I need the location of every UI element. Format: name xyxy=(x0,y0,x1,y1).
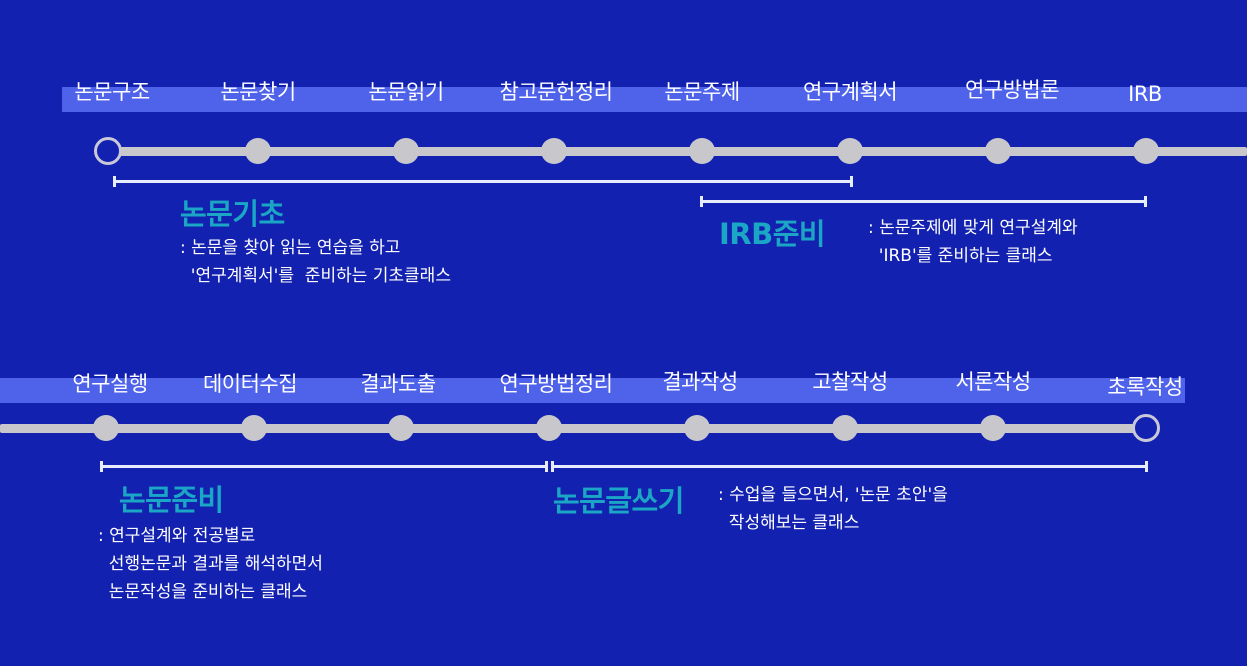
row2-node-icon xyxy=(388,415,414,441)
step-discussion-writing: 고찰작성 xyxy=(812,370,888,394)
phase-desc-line: 작성해보는 클래스 xyxy=(718,513,860,533)
row2-track-line xyxy=(0,424,1146,433)
phase-desc-line: 논문작성을 준비하는 클래스 xyxy=(98,582,308,602)
phase-title-irb: IRB준비 xyxy=(719,217,826,251)
row2-node-icon xyxy=(684,415,710,441)
phase-bracket-writing xyxy=(551,461,1148,472)
phase-bracket-basics xyxy=(113,176,853,187)
row2-node-icon xyxy=(93,415,119,441)
phase-desc-line: : 논문을 찾아 읽는 연습을 하고 xyxy=(180,238,401,258)
row2-node-icon xyxy=(832,415,858,441)
phase-desc-preparation: : 연구설계와 전공별로 선행논문과 결과를 해석하면서 논문작성을 준비하는 … xyxy=(98,522,323,606)
row1-start-node-icon xyxy=(94,137,122,165)
step-references: 참고문헌정리 xyxy=(499,80,613,104)
phase-bracket-irb xyxy=(700,196,1147,207)
row1-track-line xyxy=(108,147,1247,156)
phase-title-preparation: 논문준비 xyxy=(119,483,224,517)
step-data-collection: 데이터수집 xyxy=(202,372,298,396)
phase-desc-basics: : 논문을 찾아 읽는 연습을 하고 '연구계획서'를 준비하는 기초클래스 xyxy=(180,234,451,290)
phase-desc-line: '연구계획서'를 준비하는 기초클래스 xyxy=(180,266,451,286)
step-paper-reading: 논문읽기 xyxy=(368,80,444,104)
step-abstract-writing: 초록작성 xyxy=(1107,375,1183,399)
row2-highlight-band xyxy=(0,378,1185,403)
step-research-plan: 연구계획서 xyxy=(802,80,898,104)
phase-desc-line: 선행논문과 결과를 해석하면서 xyxy=(98,554,323,574)
phase-bracket-preparation xyxy=(100,461,548,472)
step-introduction-writing: 서론작성 xyxy=(955,370,1031,394)
phase-desc-writing: : 수업을 들으면서, '논문 초안'을 작성해보는 클래스 xyxy=(718,481,948,537)
row1-node-icon xyxy=(985,138,1011,164)
step-research-method: 연구방법론 xyxy=(964,78,1060,102)
step-results-writing: 결과작성 xyxy=(662,370,738,394)
phase-desc-line: : 논문주제에 맞게 연구설계와 xyxy=(868,218,1078,238)
row2-end-node-icon xyxy=(1132,414,1160,442)
phase-title-writing: 논문글쓰기 xyxy=(553,484,684,518)
step-irb: IRB xyxy=(1128,82,1162,106)
row1-highlight-band xyxy=(62,87,1247,112)
step-results-derivation: 결과도출 xyxy=(360,372,436,396)
phase-desc-line: : 연구설계와 전공별로 xyxy=(98,526,256,546)
row1-node-icon xyxy=(1133,138,1159,164)
step-research-execution: 연구실행 xyxy=(72,372,148,396)
phase-desc-line: : 수업을 들으면서, '논문 초안'을 xyxy=(718,485,948,505)
step-method-summary: 연구방법정리 xyxy=(499,372,613,396)
row1-node-icon xyxy=(393,138,419,164)
step-paper-structure: 논문구조 xyxy=(74,80,150,104)
row2-node-icon xyxy=(980,415,1006,441)
step-paper-topic: 논문주제 xyxy=(664,80,740,104)
row2-node-icon xyxy=(536,415,562,441)
row1-node-icon xyxy=(541,138,567,164)
step-paper-search: 논문찾기 xyxy=(220,80,296,104)
row1-node-icon xyxy=(837,138,863,164)
phase-desc-line: 'IRB'를 준비하는 클래스 xyxy=(868,246,1053,266)
row1-node-icon xyxy=(245,138,271,164)
phase-title-basics: 논문기초 xyxy=(180,197,285,231)
phase-desc-irb: : 논문주제에 맞게 연구설계와 'IRB'를 준비하는 클래스 xyxy=(868,214,1078,270)
row1-node-icon xyxy=(689,138,715,164)
row2-node-icon xyxy=(241,415,267,441)
